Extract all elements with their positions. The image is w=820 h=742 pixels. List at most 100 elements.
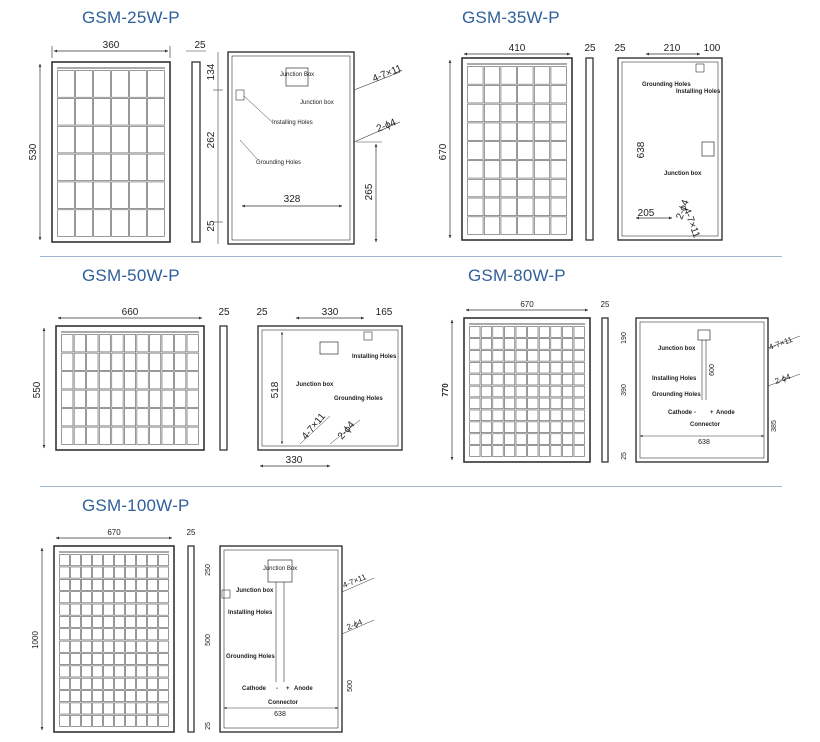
solar-cell xyxy=(70,603,81,616)
solar-cell xyxy=(562,385,574,398)
solar-cell xyxy=(573,350,585,362)
solar-cell xyxy=(92,579,103,591)
solar-cell xyxy=(562,409,574,421)
solar-cell xyxy=(492,421,504,433)
solar-cell xyxy=(573,433,585,445)
solar-cell xyxy=(114,628,125,641)
solar-cell xyxy=(111,371,124,390)
solar-cell xyxy=(103,566,114,579)
gsm-35w-p-rear-thickness-dim: 25 xyxy=(614,43,626,54)
solar-cell xyxy=(147,616,158,628)
solar-cell xyxy=(527,326,539,338)
solar-cell xyxy=(136,579,147,591)
solar-cell xyxy=(93,153,111,182)
solar-cell xyxy=(124,352,136,371)
solar-cell xyxy=(469,373,481,386)
solar-cell xyxy=(500,85,517,104)
solar-cell xyxy=(538,397,550,410)
solar-cell xyxy=(186,408,199,427)
solar-cell xyxy=(147,591,158,604)
solar-cell xyxy=(92,554,103,567)
solar-cell xyxy=(174,408,187,427)
solar-cell xyxy=(86,408,99,427)
solar-cell xyxy=(59,554,70,567)
gsm-100w-p-height-dim: 1000 xyxy=(31,631,40,649)
solar-cell xyxy=(161,371,174,390)
solar-cell xyxy=(573,409,585,421)
solar-cell xyxy=(86,334,99,353)
gsm-100w-p-anode-label: Anode xyxy=(294,686,313,692)
gsm-50w-p-bottom-width-dim: 330 xyxy=(286,455,303,466)
solar-cell xyxy=(75,153,93,182)
solar-cell xyxy=(467,160,484,179)
solar-cell xyxy=(111,70,129,98)
solar-cell xyxy=(483,141,501,160)
solar-cell xyxy=(158,653,169,665)
solar-cell xyxy=(480,397,492,410)
solar-cell xyxy=(161,426,174,445)
solar-cell xyxy=(136,352,149,371)
gsm-35w-p-installing-holes-label: Installing Holes xyxy=(676,89,721,95)
solar-cell xyxy=(467,216,484,235)
solar-cell xyxy=(92,702,103,715)
solar-cell xyxy=(161,389,174,408)
solar-cell xyxy=(147,640,158,653)
solar-cell xyxy=(98,352,111,371)
solar-cell xyxy=(480,409,492,421)
solar-cell xyxy=(504,421,516,433)
solar-cell xyxy=(147,554,158,567)
gsm-35w-p-front-panel xyxy=(461,57,573,241)
solar-cell xyxy=(174,334,187,353)
section-divider-1 xyxy=(40,256,782,257)
solar-cell xyxy=(533,216,551,235)
gsm-100w-p-plus-label: + xyxy=(286,686,290,692)
solar-cell xyxy=(500,197,517,216)
solar-cell xyxy=(111,125,129,154)
solar-cell xyxy=(81,591,92,604)
solar-cell xyxy=(483,197,501,216)
solar-cell xyxy=(75,125,93,154)
solar-cell xyxy=(57,98,75,126)
gsm-80w-p-top-offset-dim: 190 xyxy=(621,332,628,344)
gsm-50w-p-grounding-holes-label: Grounding Holes xyxy=(334,396,383,402)
solar-cell xyxy=(70,677,81,690)
solar-cell xyxy=(527,433,539,445)
gsm-100w-p-thickness-dim: 25 xyxy=(187,528,196,537)
solar-cell xyxy=(515,397,527,410)
gsm-100w-p-grounding-holes-label: Grounding Holes xyxy=(226,654,275,660)
solar-cell xyxy=(517,197,534,216)
solar-cell xyxy=(114,677,125,690)
solar-cell xyxy=(92,665,103,678)
solar-cell xyxy=(129,70,147,98)
solar-cell xyxy=(98,426,111,445)
solar-cell xyxy=(538,362,550,374)
solar-cell xyxy=(57,209,75,237)
model-title-gsm-50w-p: GSM-50W-P xyxy=(82,266,180,285)
solar-cell xyxy=(480,385,492,398)
solar-cell xyxy=(500,141,517,160)
gsm-80w-p-bottom-offset-dim: 25 xyxy=(621,452,628,460)
solar-cell xyxy=(533,103,551,123)
gsm-35w-p-bottom-left-dim: 205 xyxy=(638,208,655,219)
gsm-100w-p-side-view xyxy=(187,545,195,733)
gsm-80w-p-cell-grid xyxy=(469,323,585,457)
solar-cell xyxy=(492,433,504,445)
solar-cell xyxy=(562,350,574,362)
solar-cell xyxy=(59,603,70,616)
solar-cell xyxy=(75,98,93,126)
solar-cell xyxy=(111,389,124,408)
solar-cell xyxy=(550,85,567,104)
solar-cell xyxy=(81,566,92,579)
solar-cell xyxy=(70,628,81,641)
solar-cell xyxy=(480,445,492,457)
solar-cell xyxy=(111,181,129,209)
gsm-100w-p-right-height-dim: 500 xyxy=(347,680,354,692)
gsm-100w-p-hole-label: 2-ϕ4 xyxy=(345,617,364,632)
gsm-25w-p-junction-box-label: Junction box xyxy=(300,100,334,106)
solar-cell xyxy=(515,445,527,457)
solar-cell xyxy=(114,653,125,665)
solar-cell xyxy=(186,426,199,445)
solar-cell xyxy=(136,628,147,641)
solar-cell xyxy=(550,141,567,160)
solar-cell xyxy=(469,350,481,362)
